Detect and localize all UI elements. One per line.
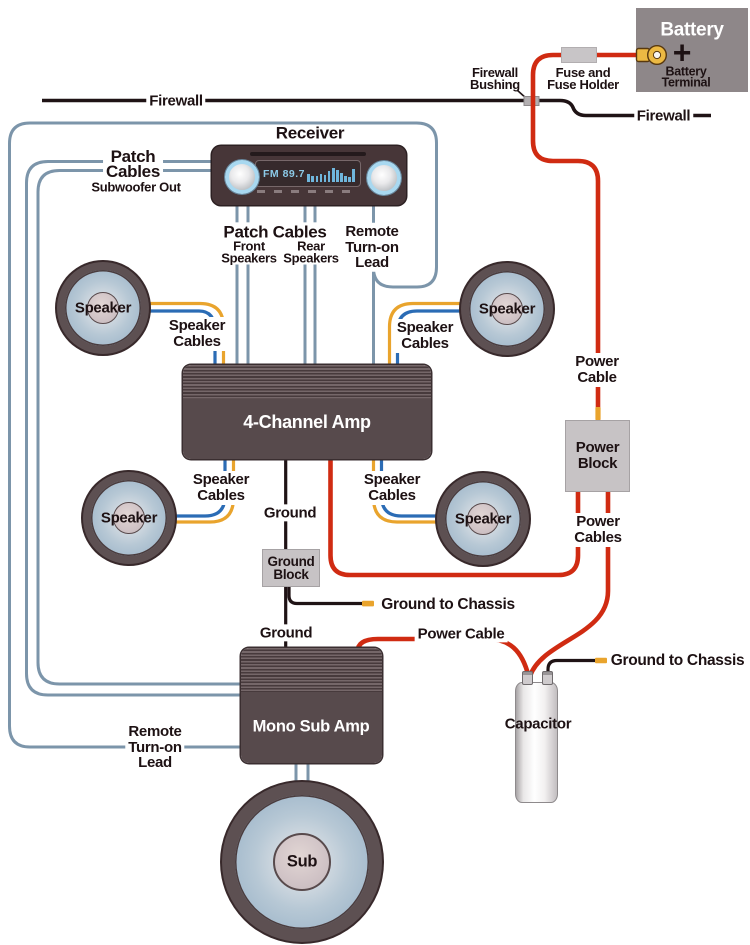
capacitor-terminal-positive <box>522 671 533 685</box>
eq-bar <box>340 173 343 182</box>
chassis-tip-1 <box>362 600 374 607</box>
receiver-knob-right <box>367 161 401 195</box>
speaker-rear-right <box>437 473 529 565</box>
speaker-label-bl: Speaker <box>100 509 158 527</box>
speaker-rear-left <box>83 472 175 564</box>
eq-bar <box>307 174 310 182</box>
amp-body <box>241 692 382 763</box>
speaker-label-tl: Speaker <box>74 299 132 317</box>
battery-terminal <box>635 45 668 66</box>
remote-lead-loop <box>8 121 438 749</box>
inline-fuse <box>595 407 601 420</box>
battery-terminal-label: Battery Terminal <box>661 64 711 90</box>
chassis-tip-2 <box>595 657 607 664</box>
remote-turn-on-lead-top-label: Remote Turn-on Lead <box>342 222 402 272</box>
battery-title: Battery <box>660 19 724 41</box>
power-cables-label: Power Cables <box>571 513 625 547</box>
firewall-line <box>42 98 711 118</box>
receiver-eq-bars <box>307 168 355 182</box>
subwoofer <box>222 782 382 942</box>
speaker-wire-yellow-tr <box>387 301 465 370</box>
speaker-cables-label-br: Speaker Cables <box>360 471 424 505</box>
capacitor-power-cable <box>527 488 611 677</box>
ground-block-label: Ground Block <box>267 554 315 582</box>
ground-to-chassis-wire-1 <box>287 584 363 606</box>
eq-bar <box>331 168 335 182</box>
eq-bar <box>323 175 327 182</box>
subwoofer-out-cable-1 <box>25 160 245 697</box>
speaker-dustcap <box>87 292 119 324</box>
power-cable-bottom-label: Power Cable <box>414 625 508 643</box>
eq-bar <box>336 170 339 182</box>
receiver-cd-slot <box>250 152 366 156</box>
speaker-dustcap <box>491 293 523 325</box>
eq-bar <box>315 176 319 182</box>
battery-terminal-hole <box>652 50 662 60</box>
amp-heatsink-fins <box>241 648 382 692</box>
speaker-dustcap <box>113 502 145 534</box>
front-speakers-label: Front Speakers <box>218 239 280 265</box>
fuse-holder-label: Fuse and Fuse Holder <box>544 65 622 92</box>
receiver-display-text: FM 89.7 <box>263 167 306 180</box>
receiver-buttons <box>257 190 359 193</box>
four-channel-amp-label: 4-Channel Amp <box>243 411 371 432</box>
speaker-dustcap <box>273 833 331 891</box>
ground-block <box>262 549 320 587</box>
mono-sub-amp-label: Mono Sub Amp <box>252 717 370 736</box>
receiver-display: FM 89.7 <box>255 160 361 187</box>
sub-label: Sub <box>286 852 318 871</box>
speaker-front-left <box>57 262 149 354</box>
speaker-label-br: Speaker <box>454 510 512 528</box>
eq-bar <box>319 174 323 182</box>
speaker-label-tr: Speaker <box>478 300 536 318</box>
battery-plus-sign: + <box>672 34 692 71</box>
amp-body <box>183 399 431 459</box>
power-cable-top-label: Power Cable <box>572 353 622 387</box>
receiver-knob-left <box>225 160 259 194</box>
monoamp-power-cable <box>355 636 531 677</box>
firewall-right-label: Firewall <box>633 106 694 125</box>
capacitor-label: Capacitor <box>504 715 572 733</box>
firewall-bushing-label: Firewall Bushing <box>470 65 520 92</box>
remote-turn-on-lead-bottom-label: Remote Turn-on Lead <box>125 722 185 772</box>
amp-power-cable <box>328 456 581 578</box>
fuse-holder <box>561 47 597 63</box>
eq-bar <box>348 177 351 182</box>
rear-speakers-label: Rear Speakers <box>280 239 342 265</box>
ground-to-chassis-wire-2 <box>546 658 595 680</box>
speaker-cables-label-tr: Speaker Cables <box>393 319 457 353</box>
ground-upper-label: Ground <box>260 503 320 522</box>
main-power-cable <box>530 52 643 424</box>
amp-heatsink-fins <box>183 365 431 399</box>
eq-bar <box>352 169 355 182</box>
patch-cables-subout-label: Patch Cables <box>103 148 163 180</box>
firewall-left-label: Firewall <box>146 91 206 110</box>
speaker-dustcap <box>467 503 499 535</box>
eq-bar <box>311 176 315 182</box>
speaker-cables-label-bl: Speaker Cables <box>189 471 253 505</box>
subwoofer-out-cable-2 <box>36 169 245 686</box>
subwoofer-out-label: Subwoofer Out <box>91 178 181 194</box>
eq-bar <box>327 171 331 182</box>
receiver-title: Receiver <box>275 123 345 143</box>
capacitor <box>515 682 558 803</box>
power-block <box>565 420 630 492</box>
ground-lower-label: Ground <box>256 623 316 642</box>
mono-sub-amp <box>241 648 382 763</box>
eq-bar <box>344 176 347 182</box>
four-channel-amp <box>183 365 431 459</box>
patch-cables-center-label: Patch Cables <box>220 222 330 242</box>
speaker-front-right <box>461 263 553 355</box>
ground-to-chassis-label-1: Ground to Chassis <box>381 596 515 614</box>
speaker-cables-label-tl: Speaker Cables <box>165 317 229 351</box>
ground-to-chassis-label-2: Ground to Chassis <box>610 651 745 669</box>
capacitor-terminal-negative <box>542 671 553 685</box>
power-block-label: Power Block <box>575 439 620 472</box>
